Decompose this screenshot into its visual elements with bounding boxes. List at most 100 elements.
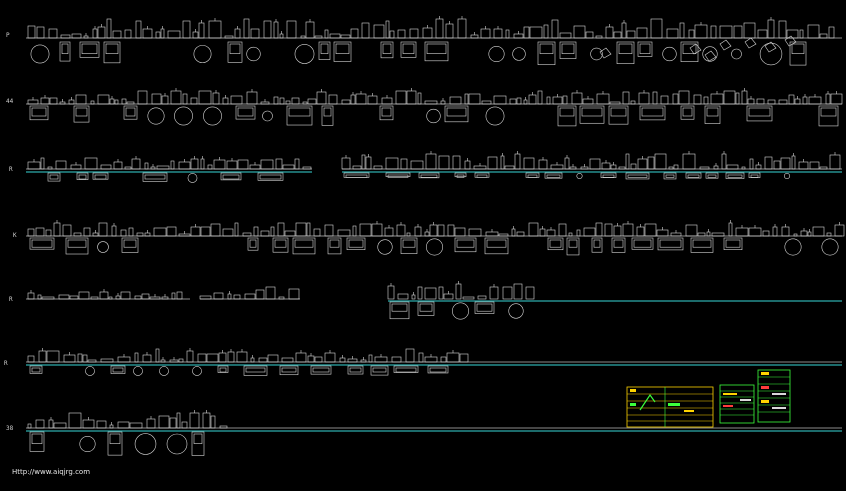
furniture-elevation[interactable] (613, 31, 622, 39)
furniture-elevation[interactable] (284, 230, 296, 237)
furniture-elevation[interactable] (410, 160, 424, 170)
furniture-plan[interactable] (400, 41, 417, 58)
furniture-elevation[interactable] (373, 24, 385, 39)
furniture-plan[interactable] (424, 41, 449, 62)
furniture-plan[interactable] (191, 431, 205, 456)
furniture-elevation[interactable] (546, 96, 551, 105)
furniture-elevation[interactable] (767, 19, 775, 39)
furniture-elevation[interactable] (543, 24, 549, 39)
furniture-elevation[interactable] (828, 26, 835, 39)
furniture-elevation[interactable] (273, 21, 279, 39)
furniture-plan[interactable] (417, 301, 435, 316)
furniture-elevation[interactable] (361, 154, 366, 170)
furniture-elevation[interactable] (464, 160, 471, 170)
furniture-elevation[interactable] (673, 164, 679, 170)
furniture-elevation[interactable] (794, 98, 801, 105)
furniture-elevation[interactable] (90, 100, 95, 105)
furniture-elevation[interactable] (660, 95, 669, 105)
furniture-elevation[interactable] (454, 227, 466, 237)
furniture-plan[interactable] (235, 105, 256, 120)
furniture-elevation[interactable] (550, 164, 564, 170)
furniture-plan[interactable] (400, 237, 418, 254)
furniture-elevation[interactable] (350, 94, 356, 105)
furniture-elevation[interactable] (429, 224, 438, 237)
furniture-elevation[interactable] (35, 227, 45, 237)
furniture-plan[interactable] (47, 172, 61, 182)
furniture-elevation[interactable] (699, 166, 710, 170)
furniture-elevation[interactable] (82, 419, 95, 429)
furniture-elevation[interactable] (748, 227, 762, 237)
furniture-elevation[interactable] (75, 94, 87, 105)
furniture-elevation[interactable] (693, 94, 702, 105)
furniture-elevation[interactable] (113, 161, 123, 170)
furniture-elevation[interactable] (142, 354, 152, 363)
furniture-plan[interactable] (142, 172, 168, 182)
furniture-elevation[interactable] (40, 157, 45, 170)
furniture-plan[interactable] (59, 41, 71, 62)
furniture-elevation[interactable] (250, 357, 255, 363)
round-table-plan[interactable] (759, 42, 783, 66)
furniture-elevation[interactable] (282, 164, 295, 170)
furniture-elevation[interactable] (626, 30, 636, 39)
furniture-elevation[interactable] (685, 224, 698, 237)
furniture-elevation[interactable] (417, 92, 422, 105)
furniture-plan[interactable] (418, 172, 440, 179)
furniture-elevation[interactable] (35, 419, 45, 429)
furniture-plan[interactable] (566, 237, 580, 256)
furniture-elevation[interactable] (340, 34, 351, 39)
furniture-elevation[interactable] (273, 96, 279, 105)
furniture-elevation[interactable] (45, 229, 52, 237)
furniture-elevation[interactable] (230, 95, 243, 105)
furniture-elevation[interactable] (446, 352, 460, 363)
furniture-elevation[interactable] (100, 358, 114, 363)
furniture-elevation[interactable] (70, 164, 82, 170)
furniture-elevation[interactable] (249, 164, 261, 170)
furniture-elevation[interactable] (38, 350, 47, 363)
furniture-plan[interactable] (29, 431, 45, 452)
furniture-plan[interactable] (121, 237, 139, 253)
furniture-elevation[interactable] (562, 95, 568, 105)
furniture-plan[interactable] (690, 237, 714, 253)
furniture-elevation[interactable] (764, 156, 773, 170)
furniture-elevation[interactable] (115, 295, 121, 300)
furniture-elevation[interactable] (585, 31, 594, 39)
furniture-elevation[interactable] (134, 295, 142, 300)
furniture-elevation[interactable] (825, 93, 831, 105)
furniture-elevation[interactable] (819, 33, 828, 39)
furniture-elevation[interactable] (679, 22, 685, 39)
round-table-plan[interactable] (193, 45, 212, 63)
furniture-plan[interactable] (79, 41, 100, 58)
furniture-elevation[interactable] (778, 20, 787, 39)
furniture-plan[interactable] (243, 365, 268, 376)
round-table-plan[interactable] (187, 173, 198, 183)
furniture-elevation[interactable] (141, 293, 150, 300)
furniture-elevation[interactable] (601, 162, 611, 170)
round-table-plan[interactable] (662, 46, 677, 62)
furniture-elevation[interactable] (222, 228, 234, 237)
furniture-elevation[interactable] (455, 283, 462, 300)
furniture-symbol-clusters[interactable] (27, 16, 845, 456)
furniture-elevation[interactable] (155, 31, 161, 39)
furniture-elevation[interactable] (670, 232, 682, 237)
furniture-elevation[interactable] (523, 26, 530, 39)
round-table-plan[interactable] (485, 106, 505, 126)
furniture-elevation[interactable] (197, 353, 207, 363)
furniture-elevation[interactable] (36, 26, 45, 39)
furniture-plan[interactable] (103, 41, 121, 64)
furniture-elevation[interactable] (63, 354, 76, 363)
furniture-elevation[interactable] (400, 158, 408, 170)
chair-plan[interactable] (719, 39, 732, 51)
legend-table-3[interactable] (757, 369, 791, 423)
furniture-elevation[interactable] (809, 161, 820, 170)
furniture-elevation[interactable] (440, 100, 446, 105)
furniture-plan[interactable] (321, 105, 334, 126)
furniture-elevation[interactable] (470, 34, 479, 39)
furniture-plan[interactable] (346, 237, 366, 250)
round-table-plan[interactable] (192, 366, 202, 376)
furniture-plan[interactable] (380, 41, 394, 59)
furniture-plan[interactable] (327, 237, 342, 255)
furniture-elevation[interactable] (243, 18, 250, 39)
furniture-plan[interactable] (637, 41, 653, 57)
round-table-plan[interactable] (426, 108, 441, 124)
furniture-elevation[interactable] (108, 296, 113, 300)
